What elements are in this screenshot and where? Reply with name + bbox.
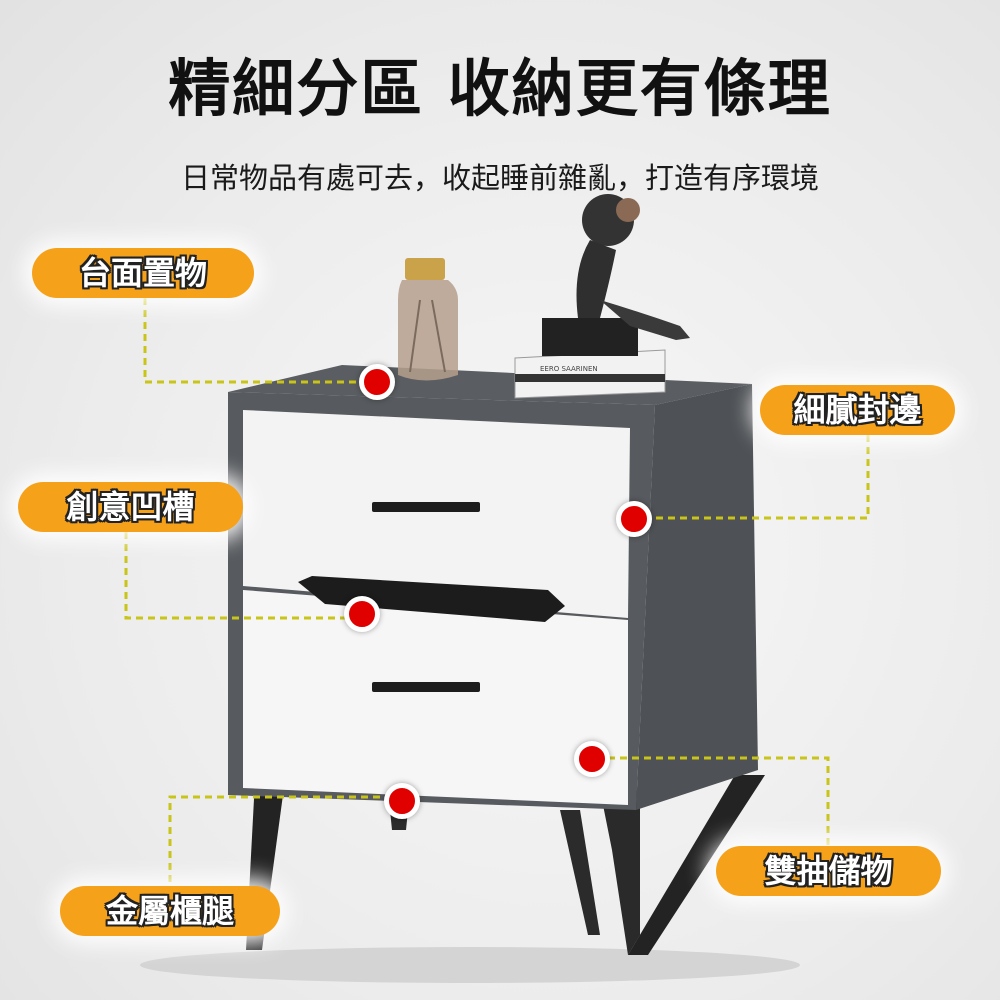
marker-dot-edge <box>616 501 652 537</box>
sculpture-base <box>542 318 638 356</box>
marker-dot-top <box>359 364 395 400</box>
subheadline: 日常物品有處可去，收起睡前雜亂，打造有序環境 <box>180 161 819 195</box>
front-right-leg <box>628 775 765 955</box>
marker-dot-legs <box>384 783 420 819</box>
callout-double-drawer-storage: 雙抽儲物 <box>716 846 941 896</box>
book-title: EERO SAARINEN <box>540 365 598 373</box>
callout-creative-groove: 創意凹槽 <box>18 482 243 532</box>
marker-dot-drawers <box>574 741 610 777</box>
upper-drawer <box>243 410 630 618</box>
callout-fine-edge-banding: 細膩封邊 <box>760 385 955 435</box>
cabinet-top <box>228 365 752 405</box>
lower-handle <box>372 682 480 692</box>
headline: 精細分區 收納更有條理 <box>168 52 832 125</box>
marker-dot-groove <box>344 596 380 632</box>
lower-drawer <box>243 590 628 805</box>
upper-handle <box>372 502 480 512</box>
cabinet-side <box>636 384 758 810</box>
callout-tabletop-storage: 台面置物 <box>32 248 254 298</box>
groove <box>298 576 565 622</box>
callout-metal-legs: 金屬櫃腿 <box>60 886 280 936</box>
